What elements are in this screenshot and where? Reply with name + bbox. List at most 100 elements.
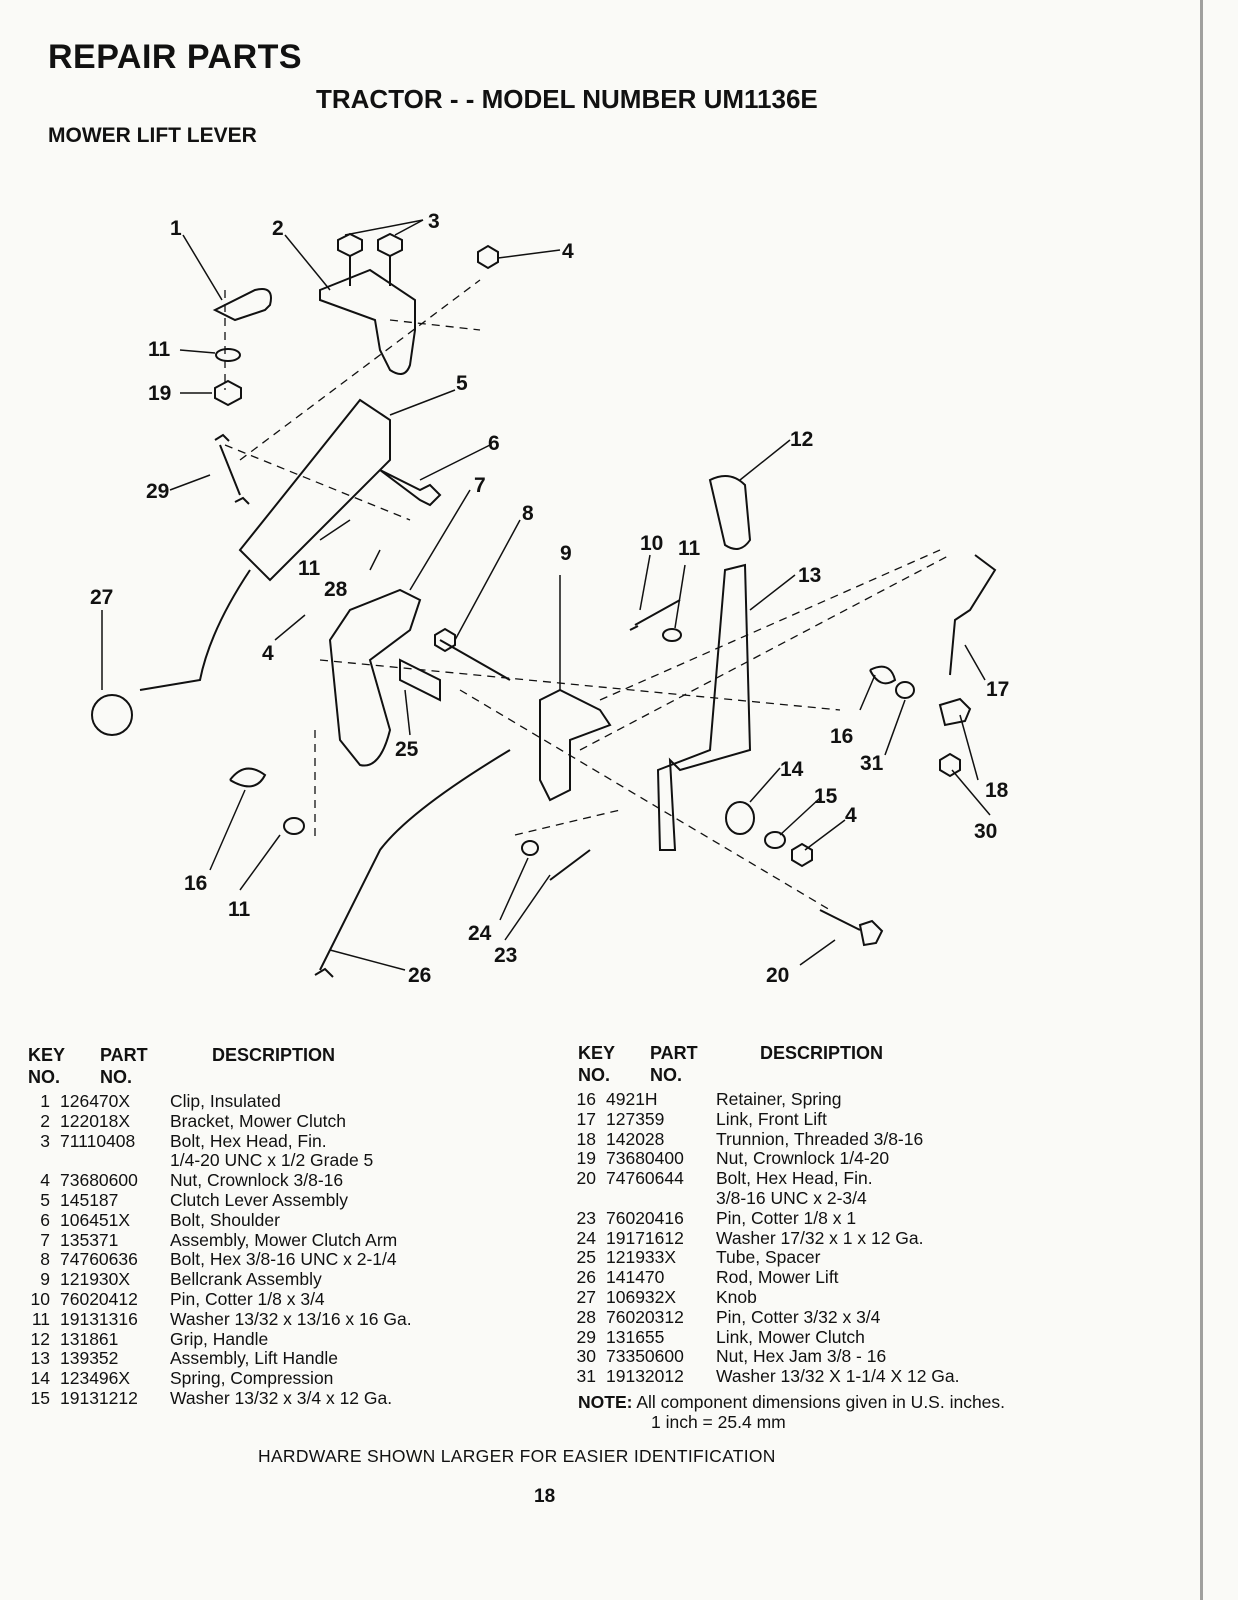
part-description: Washer 13/32 x 13/16 x 16 Ga. [170,1308,412,1329]
part-description: Pin, Cotter 1/8 x 1 [716,1207,857,1228]
clutch-lever-assembly [238,398,391,582]
parts-row: 1/4-20 UNC x 1/2 Grade 5 [22,1151,412,1171]
callout: 11 [298,557,321,580]
part-number: 19171612 [606,1227,684,1248]
callout: 11 [678,537,701,560]
section-title: MOWER LIFT LEVER [48,124,257,147]
callout: 16 [830,725,853,748]
callout: 18 [985,779,1009,802]
part-description: Bolt, Shoulder [170,1209,280,1230]
part-number: 131861 [60,1328,119,1349]
cotter-pin [549,849,591,881]
part-description: Nut, Crownlock 3/8-16 [170,1170,344,1191]
parts-row: 3/8-16 UNC x 2-3/4 [566,1187,960,1209]
part-number: 76020312 [606,1306,684,1327]
key-number: 20 [576,1168,596,1189]
note-text: All component dimensions given in U.S. i… [636,1392,1006,1412]
leader-lines [101,219,991,971]
part-number: 74760636 [60,1249,138,1270]
callout: 15 [814,785,838,808]
part-number: 76020416 [606,1207,684,1228]
part-number: 141470 [606,1267,665,1288]
nut-crownlock-small [214,379,242,407]
washer [662,628,682,642]
part-description: Washer 13/32 x 3/4 x 12 Ga. [170,1387,393,1408]
key-number: 12 [30,1328,50,1349]
compression-spring [725,801,755,835]
key-number: 30 [576,1346,596,1367]
washer [283,817,305,835]
part-number: 126470X [60,1091,131,1111]
parts-row: 13 139352 Assembly, Lift Handle [22,1349,412,1369]
part-number: 19131212 [60,1387,138,1408]
part-number: 106932X [606,1286,677,1307]
key-number: 1 [40,1091,50,1111]
bolt-shoulder [379,469,442,507]
callout: 1 [170,217,182,240]
exploded-parts-diagram: 1 2 3 4 11 19 5 6 12 29 7 8 9 10 11 13 2… [90,210,1009,987]
key-number: 11 [31,1308,50,1329]
part-number: 73680400 [606,1148,684,1169]
part-description: Bolt, Hex 3/8-16 UNC x 2-1/4 [170,1249,397,1270]
key-number: 17 [576,1108,596,1129]
callout: 25 [395,738,419,761]
page-title: REPAIR PARTS [48,38,303,76]
key-number: 5 [40,1189,50,1210]
part-description: Assembly, Lift Handle [170,1348,338,1369]
part-description: Retainer, Spring [716,1089,842,1109]
part-number: 135371 [60,1229,119,1250]
part-description: Grip, Handle [170,1328,269,1349]
part-number: 76020412 [60,1288,138,1309]
callout: 11 [228,898,251,921]
key-number: 27 [576,1286,596,1307]
link-front-lift [949,554,997,676]
callout: 17 [986,678,1009,701]
note-conversion: 1 inch = 25.4 mm [651,1412,786,1432]
callout: 28 [324,578,348,601]
key-number: 13 [30,1348,50,1369]
part-number: 145187 [60,1189,119,1210]
key-number [22,1151,60,1171]
callout: 20 [766,964,789,987]
cotter-pin [629,599,681,631]
part-description: Link, Mower Clutch [716,1326,865,1347]
callout: 23 [494,944,517,967]
part-description: Trunnion, Threaded 3/8-16 [716,1128,924,1149]
nut-hex-jam [939,752,961,778]
part-description: Clip, Insulated [170,1091,281,1111]
alignment-lines [224,279,951,911]
part-number: 139352 [60,1348,119,1369]
spacer-tube [399,658,441,702]
callout: 6 [488,432,500,455]
model-subtitle: TRACTOR - - MODEL NUMBER UM1136E [316,84,818,114]
part-description: Assembly, Mower Clutch Arm [170,1229,398,1250]
part-description: 3/8-16 UNC x 2-3/4 [716,1187,867,1208]
key-number: 25 [576,1247,596,1268]
washer [215,348,241,362]
bolt-hex-head [377,232,403,286]
lift-handle-assembly [656,563,752,851]
callout: 16 [184,872,207,895]
rod-mower-lift [314,749,511,978]
key-number: 19 [576,1148,596,1169]
bracket-mower-clutch [319,268,416,375]
retainer-spring [869,665,897,685]
callout: 8 [522,502,534,525]
callout: 11 [148,338,171,361]
parts-row: 12 131861 Grip, Handle [22,1328,412,1350]
part-number: 4921H [606,1089,658,1109]
key-number: 9 [40,1269,50,1290]
mower-clutch-arm [328,588,422,767]
